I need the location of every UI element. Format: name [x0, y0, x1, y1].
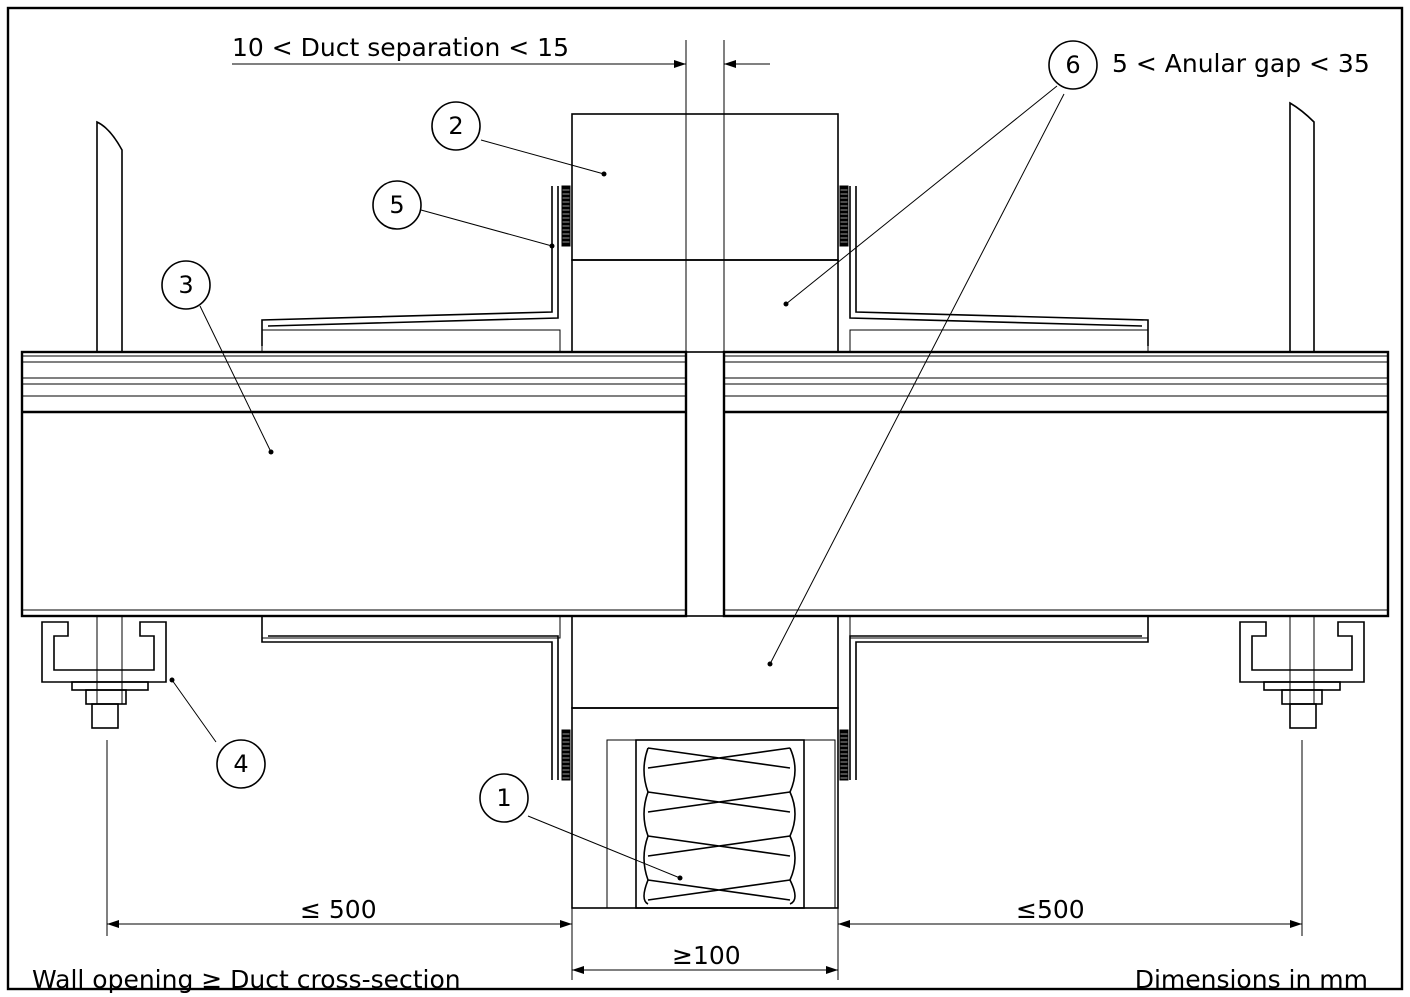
svg-text:5: 5 — [389, 191, 404, 219]
callout-6: 6 — [1048, 40, 1098, 90]
drawing-frame — [6, 6, 1404, 991]
gap-filler-top — [571, 259, 839, 353]
duct-insulation-bottom — [261, 615, 1149, 639]
callout-3: 3 — [161, 260, 211, 310]
callout-leaders — [169, 85, 1065, 881]
wall-lower-section — [571, 707, 839, 909]
svg-text:6: 6 — [1065, 51, 1080, 79]
gap-filler-bottom — [571, 615, 839, 709]
wall-upper-section — [571, 113, 839, 261]
duct-separation-label: 10 < Duct separation < 15 — [232, 33, 569, 62]
duct-separation-dimension: 10 < Duct separation < 15 — [232, 33, 770, 352]
right-hanger-rod-top — [1289, 101, 1315, 352]
collar-left — [261, 185, 571, 781]
svg-text:2: 2 — [448, 112, 463, 140]
duct-left — [20, 350, 688, 618]
duct-right — [722, 350, 1390, 618]
svg-text:4: 4 — [233, 750, 248, 778]
collar-right — [839, 185, 1149, 781]
right-spacing-label: ≤500 — [1016, 895, 1085, 924]
hanger-spacing-dimensions: ≤ 500 ≤500 — [106, 740, 1303, 980]
wall-thickness-dimension: ≥100 — [572, 941, 838, 974]
left-hanger-rod-top — [96, 120, 123, 352]
support-channel-left — [41, 616, 167, 729]
wall-thickness-label: ≥100 — [672, 941, 741, 970]
annular-gap-label: 5 < Anular gap < 35 — [1112, 49, 1370, 78]
callout-2: 2 — [431, 101, 481, 151]
support-channel-right — [1239, 616, 1365, 729]
wall-opening-note: Wall opening ≥ Duct cross-section — [32, 965, 461, 994]
units-note: Dimensions in mm — [1135, 965, 1368, 994]
callout-4: 4 — [216, 739, 266, 789]
svg-text:3: 3 — [178, 271, 193, 299]
callout-1: 1 — [479, 773, 529, 823]
left-spacing-label: ≤ 500 — [300, 895, 377, 924]
duct-insulation-top — [261, 329, 1149, 353]
callout-5: 5 — [372, 180, 422, 230]
svg-text:1: 1 — [496, 784, 511, 812]
mineral-wool-core — [635, 739, 805, 909]
